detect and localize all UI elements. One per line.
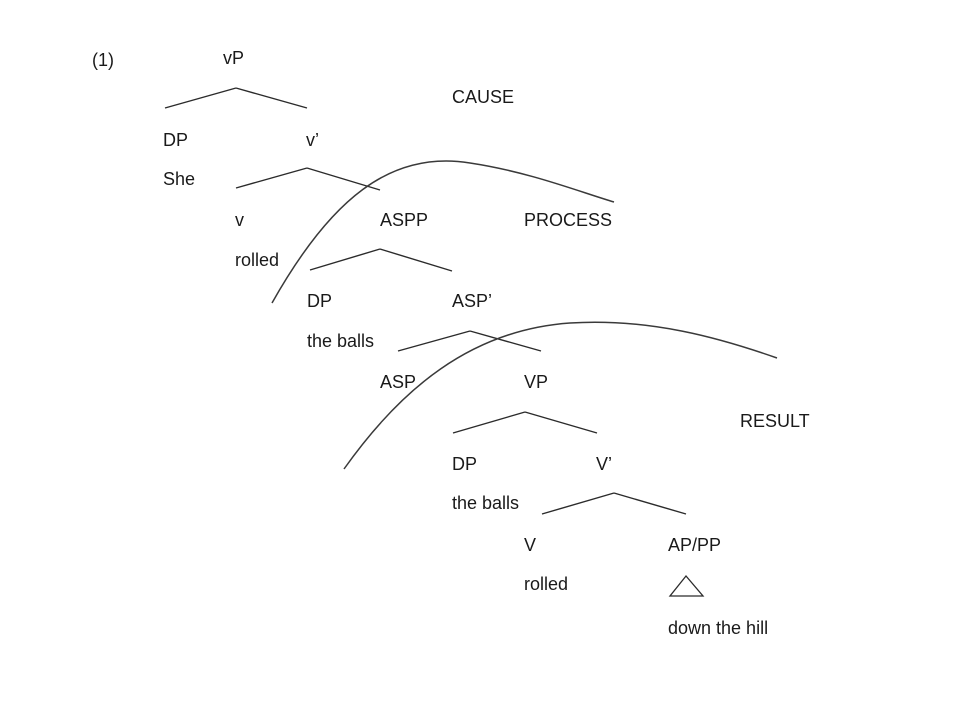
process-domain-curve [271, 160, 615, 304]
result-domain-curve [343, 321, 778, 470]
word-the-balls-1: the balls [307, 331, 375, 351]
word-rolled-1: rolled [235, 250, 280, 270]
subevent-cause: CAUSE [452, 87, 515, 107]
example-number: (1) [92, 50, 114, 70]
branch-vP-left [164, 87, 237, 109]
branch-aspp-right [379, 248, 453, 272]
branch-aspp-left [309, 248, 381, 271]
triangle-icon [668, 574, 705, 597]
word-she: She [163, 169, 196, 189]
node-dp-1: DP [163, 130, 189, 150]
branch-vp-left [452, 411, 526, 434]
branch-aspbar-left [397, 330, 471, 352]
node-vP: vP [223, 48, 245, 68]
node-aspp: ASPP [380, 210, 429, 230]
node-dp-3: DP [452, 454, 478, 474]
node-dp-2: DP [307, 291, 333, 311]
word-down-the-hill: down the hill [668, 618, 769, 638]
subevent-process: PROCESS [524, 210, 613, 230]
branch-vbar2-right [613, 492, 687, 515]
node-asp: ASP [380, 372, 417, 392]
branch-vbar-left [235, 167, 308, 189]
branch-vbar-right [306, 167, 381, 191]
branch-vbar2-left [541, 492, 615, 515]
node-aspbar: ASP’ [452, 291, 493, 311]
word-rolled-2: rolled [524, 574, 569, 594]
node-ap-pp: AP/PP [668, 535, 722, 555]
word-the-balls-2: the balls [452, 493, 520, 513]
node-vp: VP [524, 372, 549, 392]
branch-vP-right [235, 87, 308, 109]
node-vbar-2: V’ [596, 454, 613, 474]
branch-aspbar-right [469, 330, 542, 352]
node-v-big: V [524, 535, 537, 555]
node-v-small: v [235, 210, 244, 230]
subevent-result: RESULT [740, 411, 810, 431]
node-vbar: v’ [306, 130, 319, 150]
branch-vp-right [524, 411, 598, 434]
